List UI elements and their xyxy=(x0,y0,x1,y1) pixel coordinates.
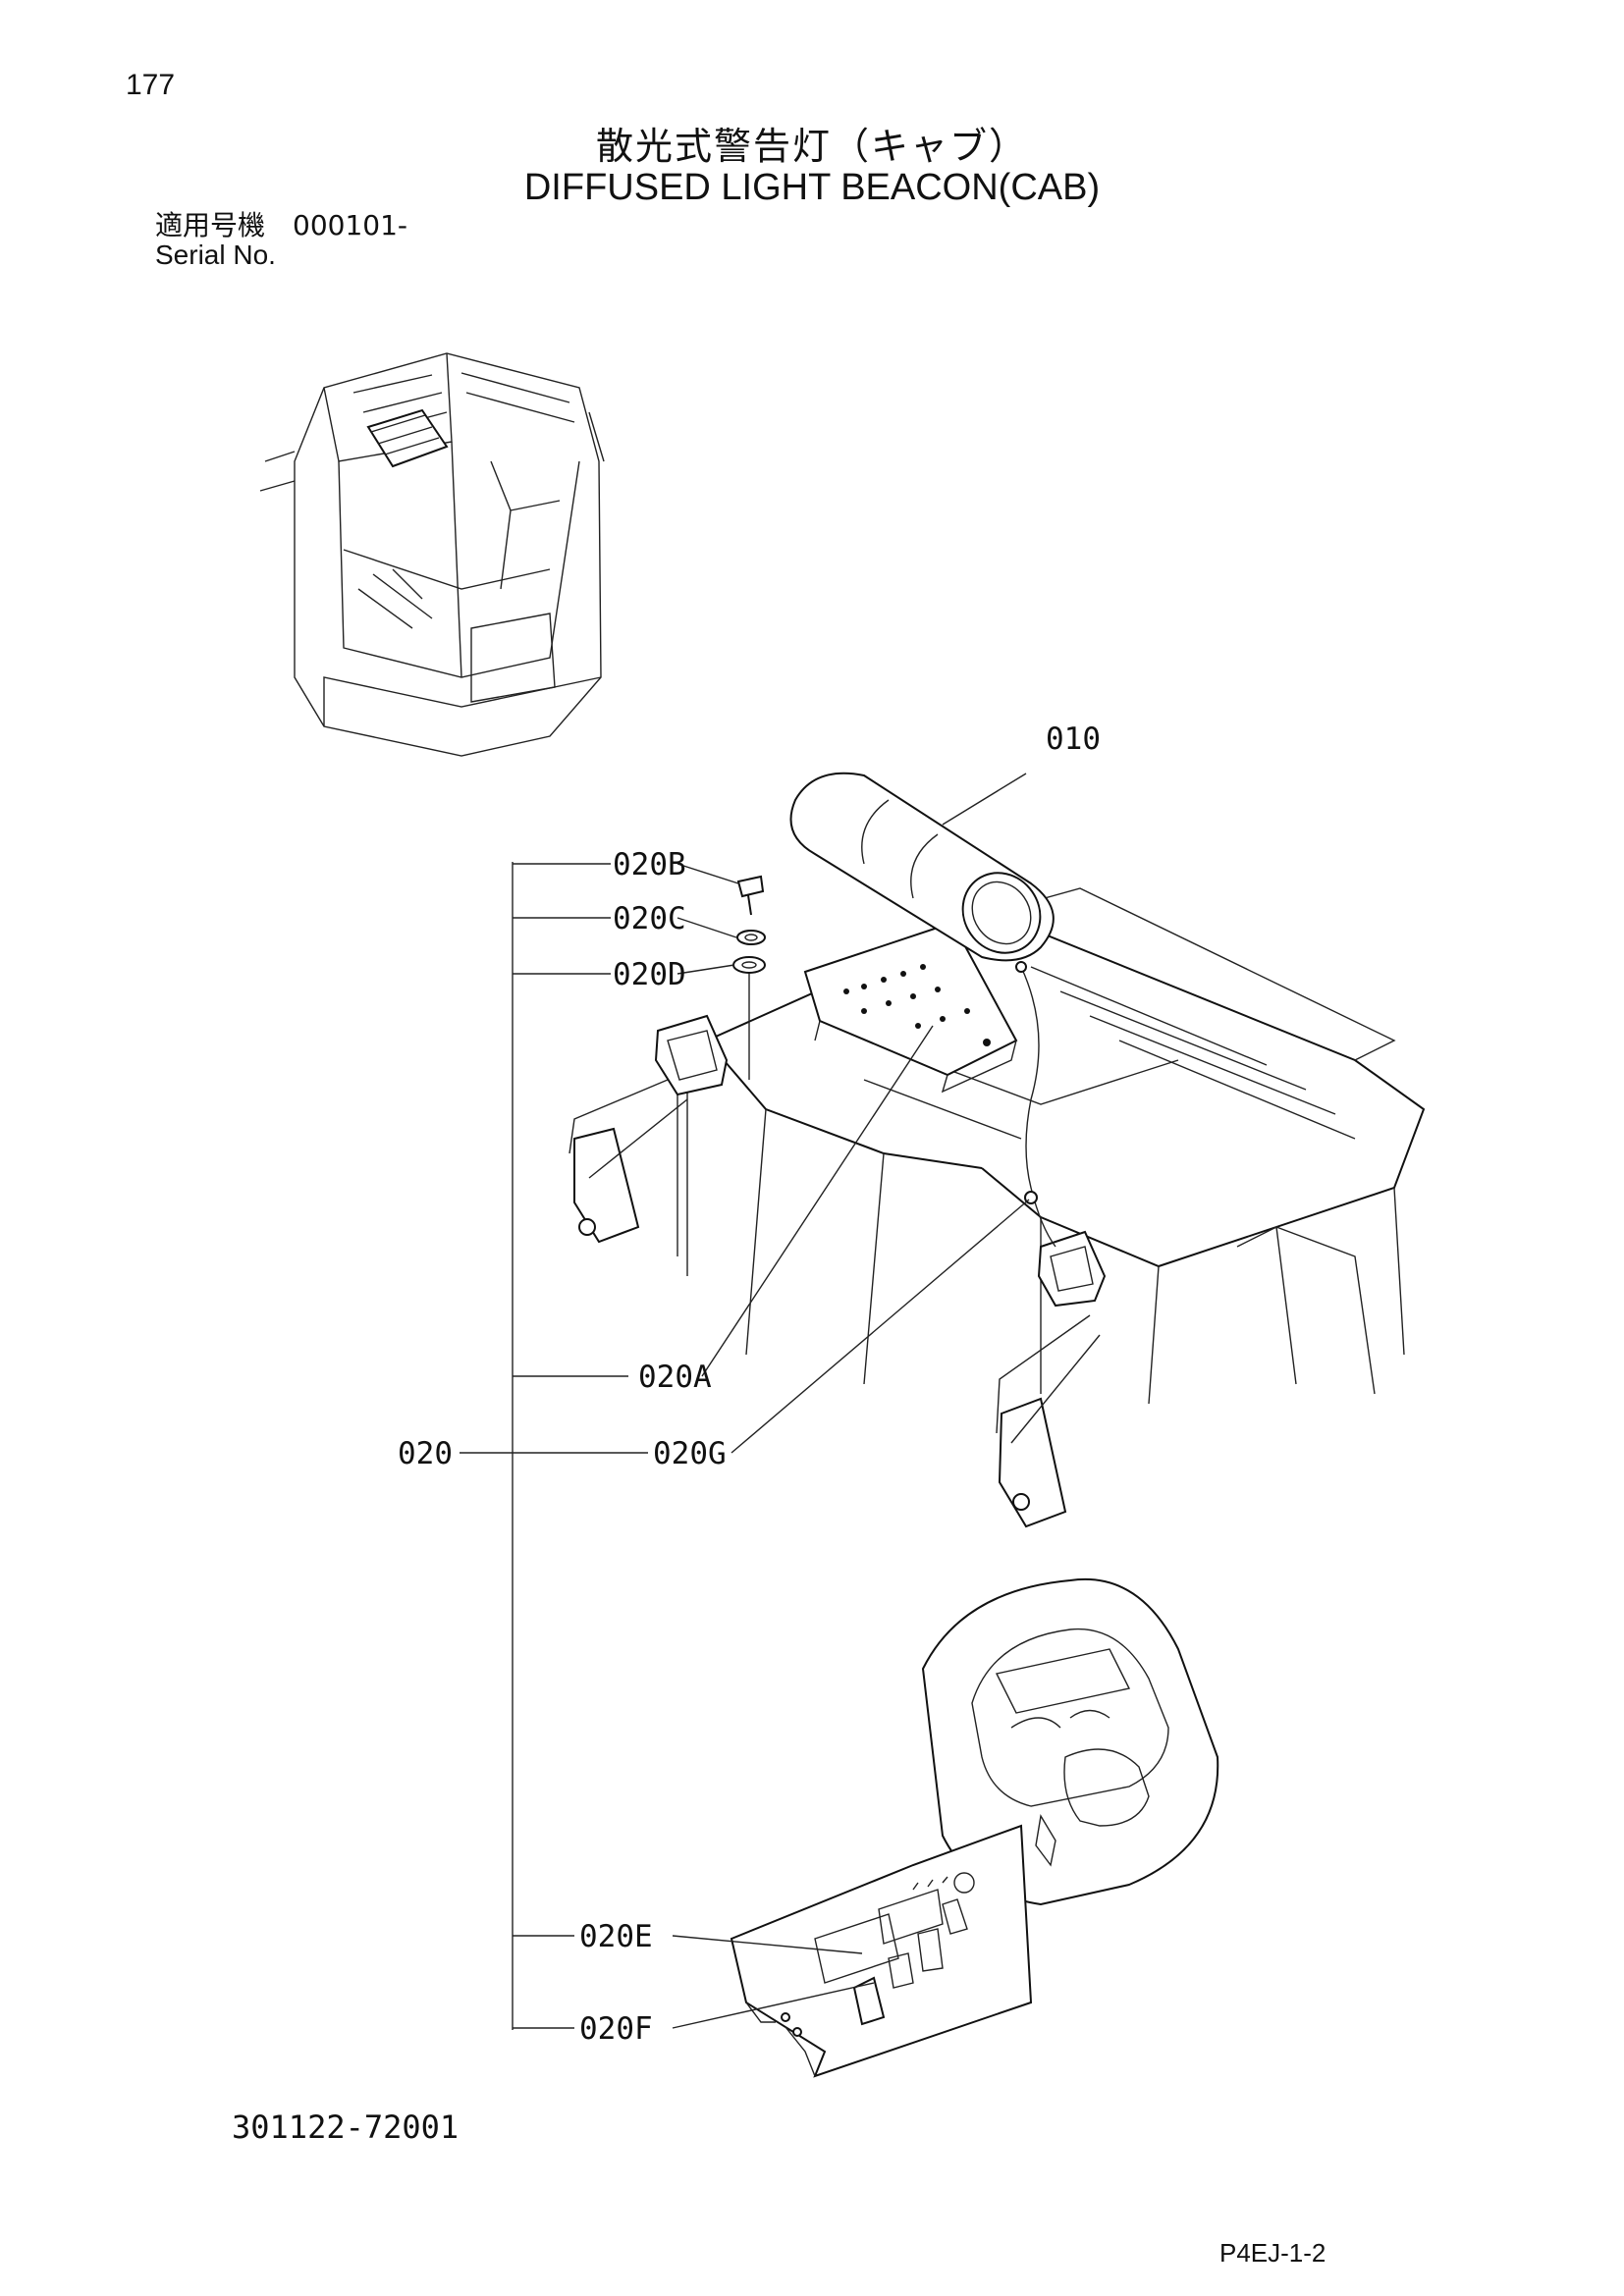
beacon-lamp xyxy=(789,772,1055,962)
page-title-english: DIFFUSED LIGHT BEACON(CAB) xyxy=(523,167,1101,208)
page-title-japanese: 散光式警告灯（キャブ） xyxy=(595,125,1028,168)
cab-roof-illustration xyxy=(568,772,1426,1528)
serial-range-japanese: 適用号機 000101- xyxy=(155,209,407,241)
part-label-020F: 020F xyxy=(579,2011,653,2047)
right-mirror xyxy=(996,1314,1101,1528)
drawing-number: 301122-72001 xyxy=(232,2109,460,2146)
bolt-washer-stack xyxy=(732,875,766,1080)
part-label-020D: 020D xyxy=(613,957,686,992)
beacon-wire-harness xyxy=(1015,961,1056,1248)
serial-label-english: Serial No. xyxy=(155,240,276,270)
part-label-020G: 020G xyxy=(653,1436,727,1471)
part-label-020: 020 xyxy=(398,1436,453,1471)
part-label-020A: 020A xyxy=(638,1360,712,1395)
part-label-010: 010 xyxy=(1046,721,1101,757)
part-label-020C: 020C xyxy=(613,901,686,936)
console-illustration xyxy=(730,1577,1219,2078)
page-code: P4EJ-1-2 xyxy=(1219,2238,1326,2268)
left-mirror xyxy=(568,1079,688,1244)
left-work-light xyxy=(654,1014,729,1096)
part-label-020B: 020B xyxy=(613,847,686,882)
beacon-overview-icon xyxy=(366,408,449,468)
beacon-bracket xyxy=(803,921,1018,1094)
callout-lines xyxy=(460,773,1030,2030)
part-label-020E: 020E xyxy=(579,1919,653,1954)
right-work-light xyxy=(1037,1230,1107,1308)
cab-overview-illustration xyxy=(259,352,605,757)
page-number: 177 xyxy=(126,69,176,101)
